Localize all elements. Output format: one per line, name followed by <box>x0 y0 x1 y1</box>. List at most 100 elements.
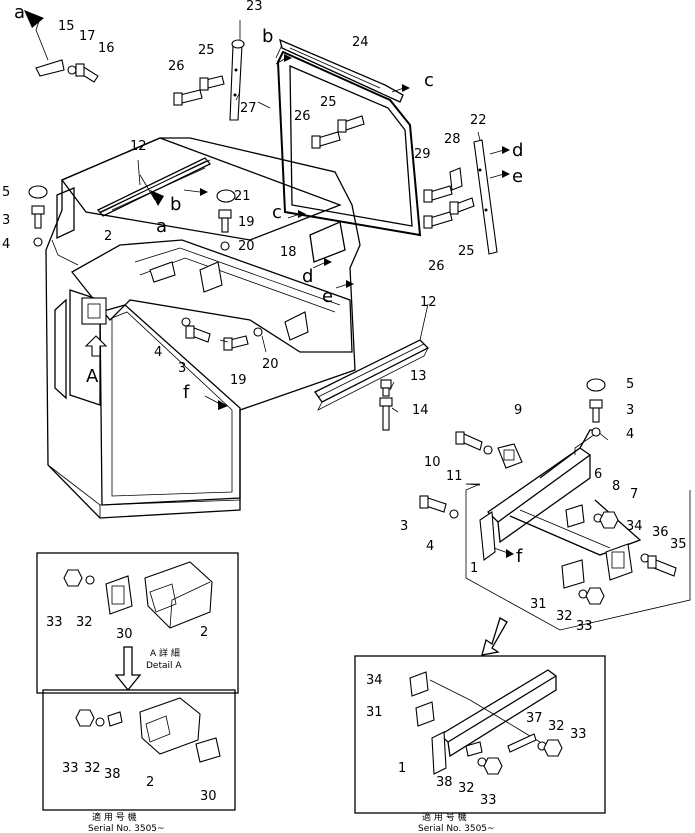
serial-left-parts <box>75 697 221 763</box>
bolt-3-right <box>589 399 603 423</box>
ref-letter-a-top: a <box>14 2 25 23</box>
part-label-7: 7 <box>630 487 638 502</box>
serial-right-parts <box>409 669 563 775</box>
part-label-12-right: 12 <box>420 295 437 310</box>
part-label-31-sr: 31 <box>366 705 383 720</box>
part-label-15: 15 <box>58 19 75 34</box>
part-label-31-main: 31 <box>530 597 547 612</box>
part-label-33-detail: 33 <box>46 615 63 630</box>
detail-a-box <box>36 552 239 694</box>
part-label-38-sr: 38 <box>436 775 453 790</box>
part-label-32-sr2: 32 <box>548 719 565 734</box>
part-label-2-main: 2 <box>104 229 112 244</box>
part-label-26-right: 26 <box>428 259 445 274</box>
part-label-19-lower: 19 <box>230 373 247 388</box>
part-label-26-top: 26 <box>168 59 185 74</box>
part-label-27: 27 <box>240 101 257 116</box>
arrow-down-left <box>114 646 142 692</box>
part-label-3-lower: 3 <box>400 519 408 534</box>
part-label-32-sl: 32 <box>84 761 101 776</box>
leader-lines <box>24 10 514 558</box>
part-label-35: 35 <box>670 537 687 552</box>
part-label-36: 36 <box>652 525 669 540</box>
bolt-29 <box>423 185 453 203</box>
ref-letter-f-main: f <box>183 382 190 403</box>
part-label-24: 24 <box>352 35 369 50</box>
bolt-3-lower <box>419 495 447 513</box>
bolt-16 <box>75 63 99 83</box>
stay-assembly <box>479 429 642 589</box>
screw-25-right <box>449 197 475 215</box>
part-label-33-sr: 33 <box>480 793 497 808</box>
part-label-4-lower: 4 <box>426 539 434 554</box>
washer-4-lower <box>449 509 459 519</box>
part-label-20-upper: 20 <box>238 239 255 254</box>
washer-20-upper <box>220 241 230 251</box>
serial-right-caption-jp: 適 用 号 機 <box>422 811 467 823</box>
part-label-34-sr: 34 <box>366 673 383 688</box>
stay-frame-line <box>465 483 691 631</box>
part-label-2-sl: 2 <box>146 775 154 790</box>
serial-right-box <box>354 655 606 814</box>
bolt-19-upper <box>218 209 232 233</box>
part-label-33-main: 33 <box>576 619 593 634</box>
part-label-22: 22 <box>470 113 487 128</box>
ref-letter-b-top: b <box>262 26 273 47</box>
part-label-21: 21 <box>234 189 251 204</box>
bolt-10 <box>455 431 483 451</box>
cab-frame <box>45 137 361 519</box>
bolt-26-right <box>423 211 453 229</box>
detail-a-caption-jp: A 詳 細 <box>150 647 180 659</box>
washer-4-mid <box>181 317 191 327</box>
part-label-32-detail: 32 <box>76 615 93 630</box>
part-label-4-mid: 4 <box>154 345 162 360</box>
bolt-19-lower <box>223 335 249 351</box>
part-label-1-sr: 1 <box>398 761 406 776</box>
part-label-33-sr2: 33 <box>570 727 587 742</box>
nut-33 <box>585 587 605 605</box>
bolt-3-left <box>31 205 45 229</box>
part-label-37-sr: 37 <box>526 711 543 726</box>
part-label-28: 28 <box>444 132 461 147</box>
washer-11 <box>483 445 493 455</box>
part-label-18: 18 <box>280 245 297 260</box>
screw-25-window <box>337 115 365 133</box>
part-label-23: 23 <box>246 0 263 14</box>
part-label-16: 16 <box>98 41 115 56</box>
ref-letter-f-right: f <box>516 546 523 567</box>
part-label-14: 14 <box>412 403 429 418</box>
serial-left-caption-en: Serial No. 3505~ <box>88 824 165 833</box>
window-assembly <box>276 38 422 237</box>
part-label-25-window: 25 <box>320 95 337 110</box>
cap-21 <box>216 189 236 203</box>
part-label-6: 6 <box>594 467 602 482</box>
washer-17 <box>67 65 77 75</box>
part-label-32-sr: 32 <box>458 781 475 796</box>
ref-letter-A: A <box>86 366 99 387</box>
serial-left-box <box>42 689 236 811</box>
ref-letter-c-mid: c <box>272 202 282 223</box>
cap-5-right <box>586 378 606 392</box>
part-label-1-main: 1 <box>470 561 478 576</box>
ref-letter-d-right: d <box>512 140 523 161</box>
part-label-5-left: 5 <box>2 185 10 200</box>
strip-22 <box>473 139 498 255</box>
part-label-4-right: 4 <box>626 427 634 442</box>
bolt-35 <box>647 555 677 577</box>
part-label-34-main: 34 <box>626 519 643 534</box>
part-label-33-sl: 33 <box>62 761 79 776</box>
part-label-9: 9 <box>514 403 522 418</box>
detail-a-caption-en: Detail A <box>146 661 182 671</box>
part-label-25-right: 25 <box>458 244 475 259</box>
bolt-3-mid <box>185 325 211 343</box>
serial-left-caption-jp: 適 用 号 機 <box>92 811 137 823</box>
part-label-11: 11 <box>446 469 463 484</box>
screw-25-top <box>199 75 225 91</box>
rail-12-right <box>314 339 430 411</box>
part-label-13: 13 <box>410 369 427 384</box>
part-label-29: 29 <box>414 147 431 162</box>
block-9 <box>497 443 523 469</box>
clip-28 <box>449 167 463 191</box>
part-label-26-window: 26 <box>294 109 311 124</box>
